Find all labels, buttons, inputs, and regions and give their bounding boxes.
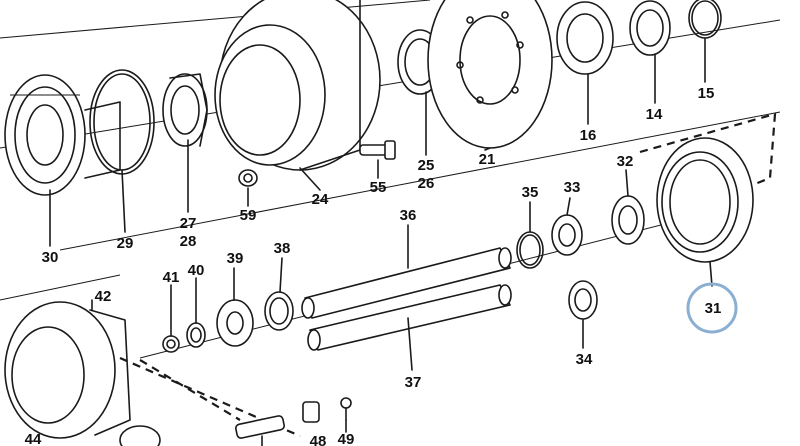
part-55-bolt[interactable]	[359, 140, 396, 160]
label-24: 24	[312, 191, 329, 208]
part-48-bracket[interactable]	[302, 401, 320, 423]
label-48: 48	[310, 433, 327, 446]
part-34-lock-washer[interactable]	[568, 280, 598, 320]
label-42: 42	[95, 288, 112, 305]
part-16-bearing-cup[interactable]	[556, 1, 614, 75]
label-16: 16	[580, 127, 597, 144]
part-21-brake-disc[interactable]	[427, 0, 553, 149]
part-37-lower-shaft[interactable]	[307, 284, 512, 351]
label-59: 59	[240, 207, 257, 224]
part-30-splined-hub[interactable]	[4, 74, 121, 196]
label-38: 38	[274, 240, 291, 257]
label-15: 15	[698, 85, 715, 102]
label-32: 32	[617, 153, 634, 170]
label-37: 37	[405, 374, 422, 391]
part-35-circlip[interactable]	[516, 231, 544, 269]
label-41: 41	[163, 269, 180, 286]
part-33-lock-washer[interactable]	[551, 214, 583, 256]
label-27: 27	[180, 215, 197, 232]
part-59-nut[interactable]	[238, 169, 258, 187]
label-39: 39	[227, 250, 244, 267]
label-44: 44	[25, 431, 42, 446]
label-55: 55	[370, 179, 387, 196]
part-24-wheel-hub[interactable]	[214, 0, 381, 171]
label-35: 35	[522, 184, 539, 201]
part-42-planet-carrier[interactable]	[4, 301, 131, 439]
label-26: 26	[418, 175, 435, 192]
part-27-bearing[interactable]	[162, 73, 208, 147]
part-41-plug[interactable]	[162, 335, 180, 353]
highlight-circle-31	[686, 282, 738, 334]
part-31-ring-gear[interactable]	[656, 137, 754, 263]
part-49-screw[interactable]	[340, 397, 352, 421]
label-34: 34	[576, 351, 593, 368]
label-14: 14	[646, 106, 663, 123]
label-49: 49	[338, 431, 355, 446]
part-38-thrust-washer[interactable]	[264, 291, 294, 331]
label-25: 25	[418, 157, 435, 174]
part-36-upper-shaft[interactable]	[301, 247, 512, 319]
label-31: 31	[705, 300, 722, 317]
part-labels: 30 29 27 28 59 24 55 25 26 21 16 14 15 3…	[25, 85, 722, 446]
part-14-seal-ring[interactable]	[629, 0, 671, 56]
part-32-carrier-ring[interactable]	[611, 195, 645, 245]
label-28: 28	[180, 233, 197, 250]
part-44-gear[interactable]	[119, 425, 161, 446]
leader-lines	[49, 37, 713, 446]
assembly-dashed-boundary	[119, 112, 777, 438]
part-48-pin[interactable]	[235, 415, 285, 439]
label-36: 36	[400, 207, 417, 224]
part-29-snap-ring[interactable]	[89, 69, 155, 175]
label-30: 30	[42, 249, 59, 266]
part-40-washer[interactable]	[186, 322, 206, 348]
label-40: 40	[188, 262, 205, 279]
label-33: 33	[564, 179, 581, 196]
label-21: 21	[479, 151, 496, 168]
label-29: 29	[117, 235, 134, 252]
part-39-planet-gear[interactable]	[216, 299, 254, 347]
